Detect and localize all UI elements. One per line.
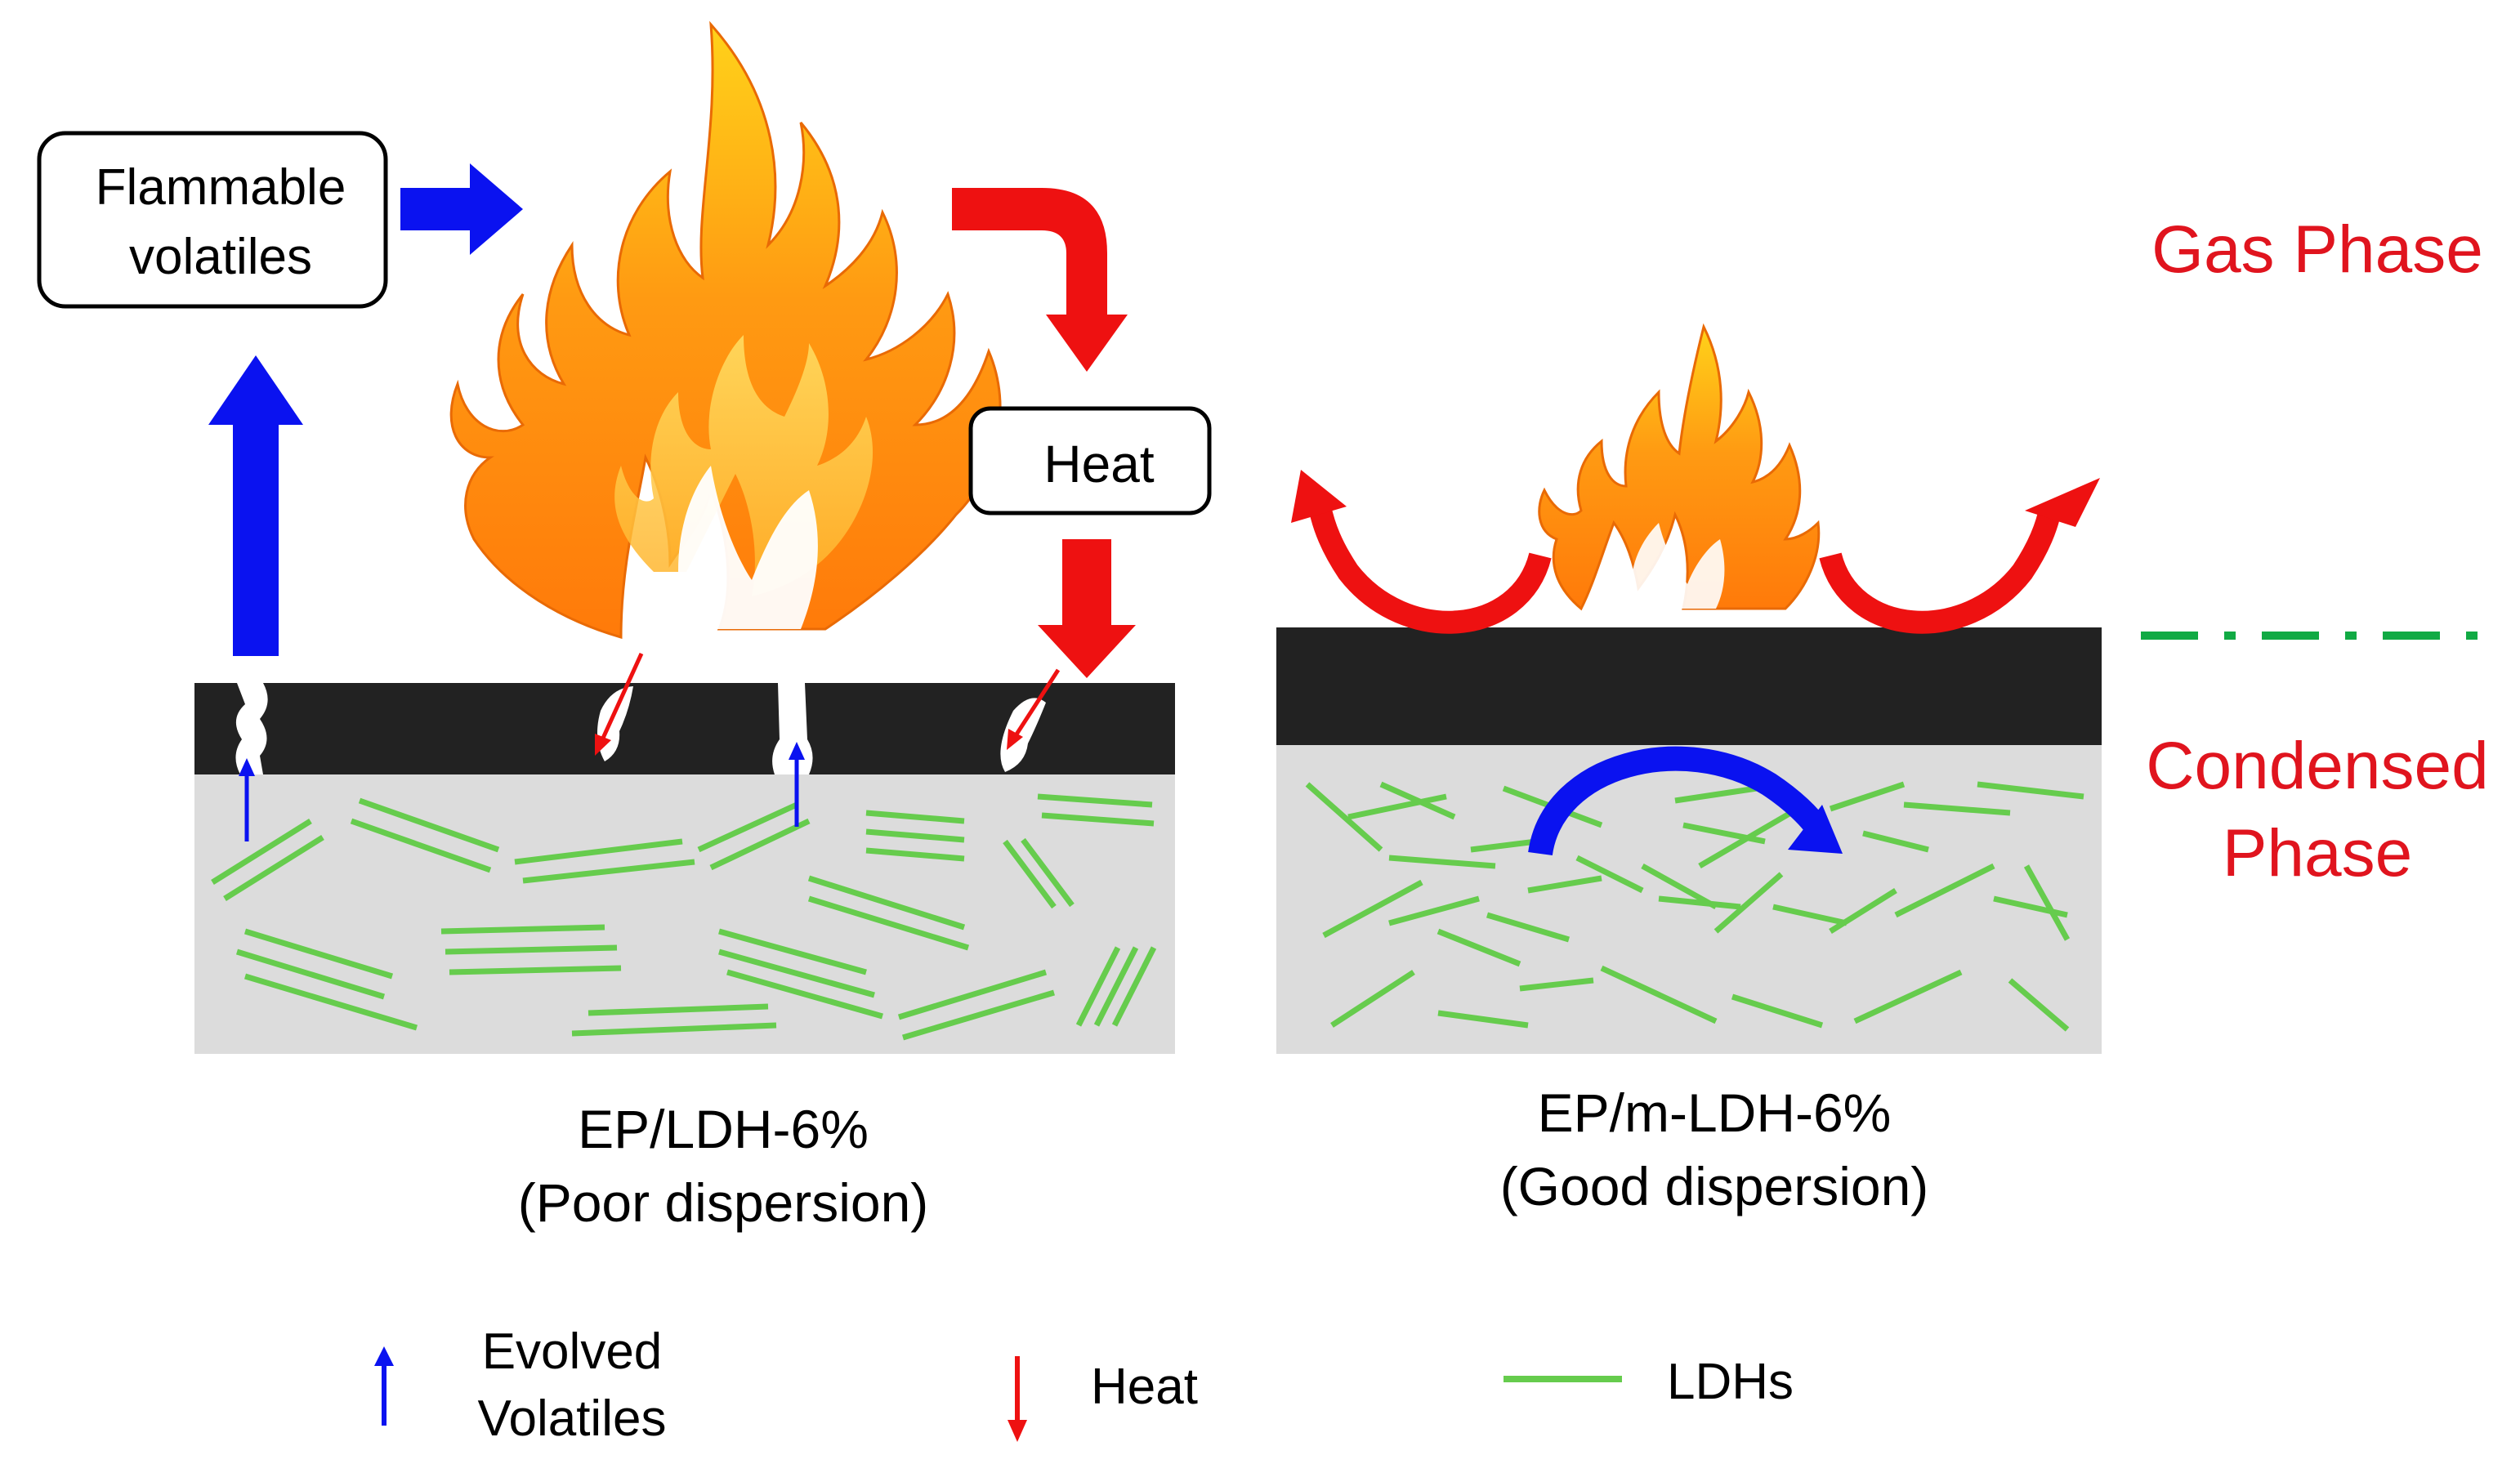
flammable-volatiles-box: Flammable volatiles [37, 131, 388, 309]
heat-flow-arrow-top [952, 188, 1128, 372]
heat-box-label: Heat [1043, 435, 1154, 493]
right-sample-name: EP/m-LDH-6% [1538, 1082, 1892, 1143]
evolved-volatiles-arrows [239, 742, 805, 841]
legend-evolved-line1: Evolved [482, 1323, 663, 1380]
right-ldh-platelets [1305, 781, 2084, 1032]
legend-heat-label: Heat [1091, 1359, 1198, 1415]
heat-penetration-arrows [595, 652, 1061, 756]
arrow-right-icon [400, 163, 523, 255]
condensed-phase-label-line2: Phase [2223, 816, 2413, 890]
flammable-volatiles-line2: volatiles [129, 229, 312, 285]
flammable-volatiles-line1: Flammable [96, 159, 346, 216]
legend-evolved-volatiles: Evolved Volatiles [374, 1323, 666, 1447]
phase-labels: Gas Phase Condensed Phase [2141, 212, 2489, 890]
right-char-layer [1276, 627, 2102, 745]
gas-phase-label: Gas Phase [2151, 212, 2483, 287]
left-sample-panel: Flammable volatiles Heat EP/ [37, 20, 1212, 1233]
legend-heat: Heat [1008, 1356, 1198, 1442]
heat-reflection-arrows [1291, 470, 2100, 634]
char-cracks [235, 683, 1046, 774]
flame-icon [449, 20, 1002, 639]
right-sample-note: (Good dispersion) [1500, 1156, 1929, 1216]
heat-box: Heat [968, 406, 1212, 516]
left-sample-name: EP/LDH-6% [578, 1099, 869, 1159]
legend-evolved-line2: Volatiles [478, 1390, 667, 1447]
curved-arrow-icon [1528, 746, 1843, 856]
legend-ldhs-label: LDHs [1667, 1354, 1794, 1410]
right-sample-panel: EP/m-LDH-6% (Good dispersion) [1276, 323, 2102, 1216]
left-ldh-platelets [211, 793, 1157, 1041]
left-sample-note: (Poor dispersion) [518, 1172, 929, 1233]
heat-flow-arrow-down [1038, 539, 1136, 678]
flame-icon [1538, 323, 1821, 611]
arrow-up-icon [374, 1346, 394, 1426]
arrow-up-icon [208, 355, 303, 656]
legend: Evolved Volatiles Heat LDHs [374, 1323, 1794, 1447]
condensed-phase-label-line1: Condensed [2146, 729, 2488, 803]
legend-ldhs: LDHs [1504, 1354, 1794, 1410]
arrow-down-icon [1008, 1356, 1027, 1442]
